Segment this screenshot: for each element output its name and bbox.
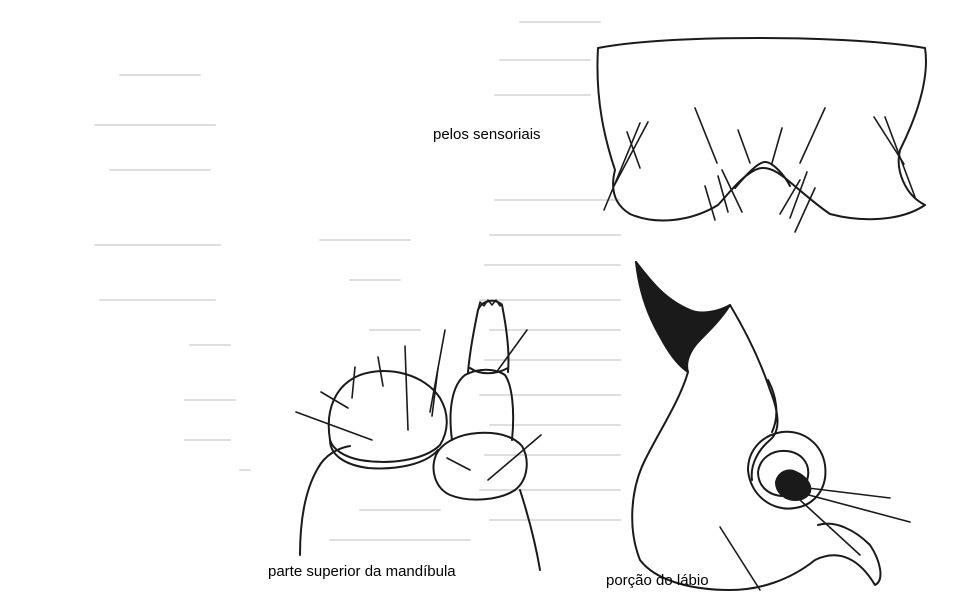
labium-palp-black — [776, 470, 810, 500]
labrum-outline — [597, 38, 926, 220]
mandible-label: parte superior da mandíbula — [268, 563, 456, 580]
labium-bristles — [720, 488, 910, 590]
mandible-base-left — [300, 446, 350, 555]
labrum-plate-drawing — [597, 38, 926, 232]
sensory-hairs — [604, 108, 915, 232]
sensory-hairs-label: pelos sensoriais — [433, 126, 541, 143]
mandible-rounded-segment — [329, 371, 447, 462]
bleed-through-text — [95, 22, 620, 540]
labrum-center-notch — [735, 162, 790, 188]
mandible-ring — [330, 440, 438, 468]
labium-drawing — [632, 262, 910, 590]
mandible-tip — [468, 301, 509, 372]
labium-label: porção do lábio — [606, 572, 709, 589]
mandible-lower-body — [520, 490, 540, 570]
mandible-column — [451, 370, 514, 440]
mandible-drawing — [296, 300, 541, 570]
